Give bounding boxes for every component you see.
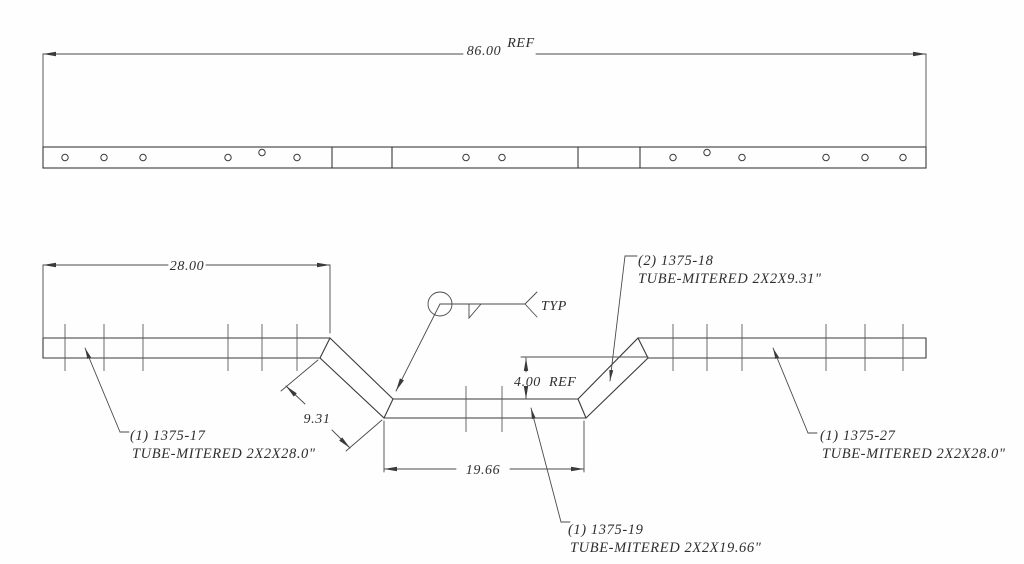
fillet-weld-icon (468, 303, 482, 320)
callout-center-tube: (1) 1375-19 TUBE-MITERED 2X2X19.66" (530, 407, 762, 556)
hole-centerlines (64, 324, 904, 432)
angled-tube-length-text: 9.31 (304, 412, 331, 427)
right-tube-desc: TUBE-MITERED 2X2X28.0" (822, 446, 1006, 462)
dimension-left-28: 28.00 (42, 259, 331, 339)
miter-seam-2 (383, 398, 394, 419)
dimension-overall-86: 86.00 REF (42, 36, 927, 148)
angled-tube-desc: TUBE-MITERED 2X2X9.31" (638, 271, 822, 287)
callout-right-tube: (1) 1375-27 TUBE-MITERED 2X2X28.0" (772, 347, 1006, 462)
callout-angled-tube: (2) 1375-18 TUBE-MITERED 2X2X9.31" (609, 253, 822, 382)
right-tube-label: (1) 1375-27 (820, 428, 896, 444)
miter-seam-4 (637, 337, 649, 359)
side-view: 28.00 9.31 4.00 REF (42, 253, 1006, 556)
dimension-angled-9-31: 9.31 (280, 359, 383, 452)
miter-seam-1 (319, 337, 331, 359)
dimension-drop-4: 4.00 REF (514, 356, 649, 400)
dim-arrow-right (913, 51, 926, 57)
side-outline (42, 337, 927, 419)
drop-ref-text: REF (548, 375, 576, 390)
left-tube-desc: TUBE-MITERED 2X2X28.0" (132, 446, 316, 462)
dim-arrow-left (43, 51, 56, 57)
miter-seam-3 (577, 398, 587, 419)
center-tube-label: (1) 1375-19 (568, 522, 644, 538)
callout-left-tube: (1) 1375-17 TUBE-MITERED 2X2X28.0" (84, 347, 316, 462)
plan-outline (42, 146, 927, 169)
overall-ref-text: REF (506, 36, 534, 51)
dimension-center-19-66: 19.66 (383, 420, 585, 478)
drop-value-text: 4.00 (514, 375, 541, 390)
overall-length-text: 86.00 (467, 44, 502, 59)
weld-symbol: TYP (395, 291, 567, 392)
plan-joint-lines (331, 146, 641, 169)
center-tube-length-text: 19.66 (466, 463, 501, 478)
weld-note-text: TYP (541, 299, 567, 314)
left-tube-label: (1) 1375-17 (130, 428, 206, 444)
weld-leader-line (395, 303, 441, 392)
plan-holes (61, 148, 907, 162)
left-tube-length-text: 28.00 (170, 259, 205, 274)
angled-tube-label: (2) 1375-18 (638, 253, 714, 269)
top-view: 86.00 REF (42, 36, 927, 169)
center-tube-desc: TUBE-MITERED 2X2X19.66" (570, 540, 762, 556)
